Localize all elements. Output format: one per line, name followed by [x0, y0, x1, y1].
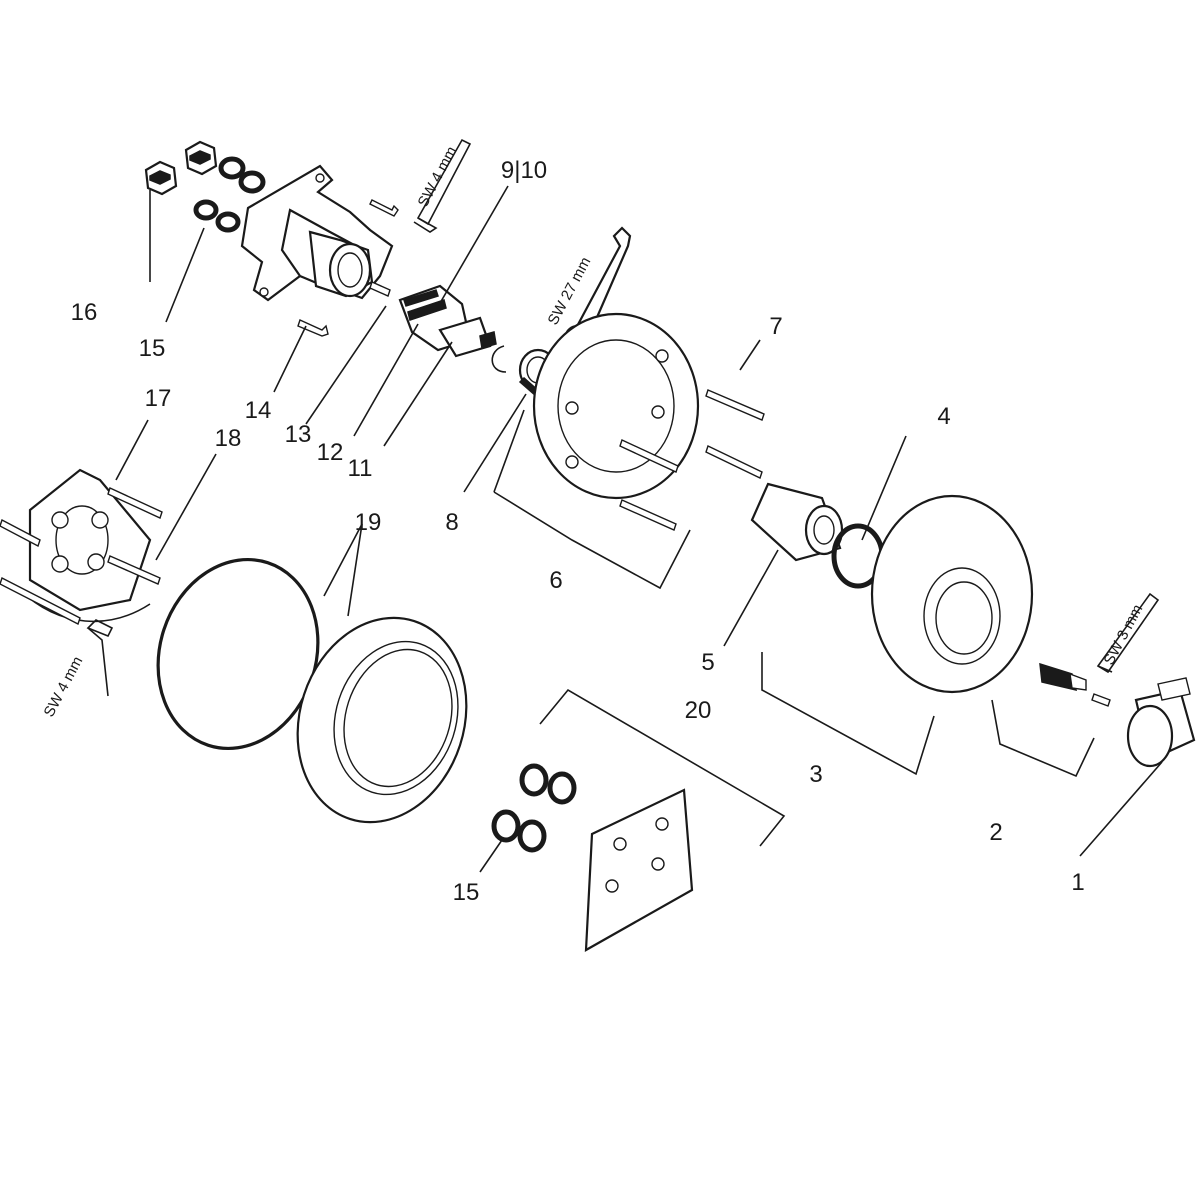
allen-key-left	[86, 619, 114, 697]
label-part-16: 16	[71, 299, 98, 326]
part-6-screws	[619, 439, 679, 531]
label-part-18: 18	[215, 425, 242, 452]
label-part-17: 17	[145, 385, 172, 412]
screw-body	[369, 199, 399, 217]
part-19-seal	[156, 557, 468, 824]
label-part-11: 11	[348, 455, 373, 482]
part-18-screws	[0, 487, 163, 625]
part-16-fitting	[144, 160, 178, 196]
part-15-orings-top	[193, 156, 266, 233]
allen-key-top	[413, 138, 472, 233]
label-tool-sw4-left: SW 4 mm	[41, 654, 87, 720]
allen-key-sw3	[1096, 592, 1160, 674]
label-part-4: 4	[937, 403, 950, 430]
label-part-7: 7	[769, 313, 782, 340]
part-20-backplate	[584, 788, 694, 952]
part-5-sleeve	[750, 482, 844, 562]
label-part-6: 6	[549, 567, 562, 594]
part-3-rosette	[870, 494, 1034, 694]
label-part-8: 8	[445, 509, 458, 536]
part-labels: 16 15 14 13 12 11 9|10 8 6 7 4 5 3 2 1 2…	[71, 157, 1085, 906]
part-6-plate	[532, 312, 700, 500]
part-1-handle	[1126, 677, 1196, 768]
label-part-14: 14	[245, 397, 272, 424]
label-part-13: 13	[285, 421, 312, 448]
label-part-15-bottom: 15	[453, 879, 480, 906]
screw-body-b	[369, 281, 391, 297]
label-tool-sw3: SW 3 mm	[1101, 602, 1147, 668]
part-7-screws	[705, 389, 765, 479]
part-15-orings-bottom	[491, 763, 577, 853]
cartridge	[398, 284, 497, 358]
leader-lines	[115, 185, 1163, 873]
valve-body	[240, 164, 394, 302]
label-part-15-top: 15	[139, 335, 166, 362]
part-16-fitting-b	[184, 140, 218, 176]
label-part-5: 5	[701, 649, 714, 676]
label-part-3: 3	[809, 761, 822, 788]
label-part-20: 20	[685, 697, 712, 724]
label-part-19: 19	[355, 509, 382, 536]
part-14-screw	[297, 319, 329, 337]
label-part-2: 2	[989, 819, 1002, 846]
label-part-12: 12	[317, 439, 344, 466]
label-part-1: 1	[1071, 869, 1084, 896]
label-part-9-10: 9|10	[501, 157, 547, 184]
part-2-spindle	[1039, 662, 1111, 707]
